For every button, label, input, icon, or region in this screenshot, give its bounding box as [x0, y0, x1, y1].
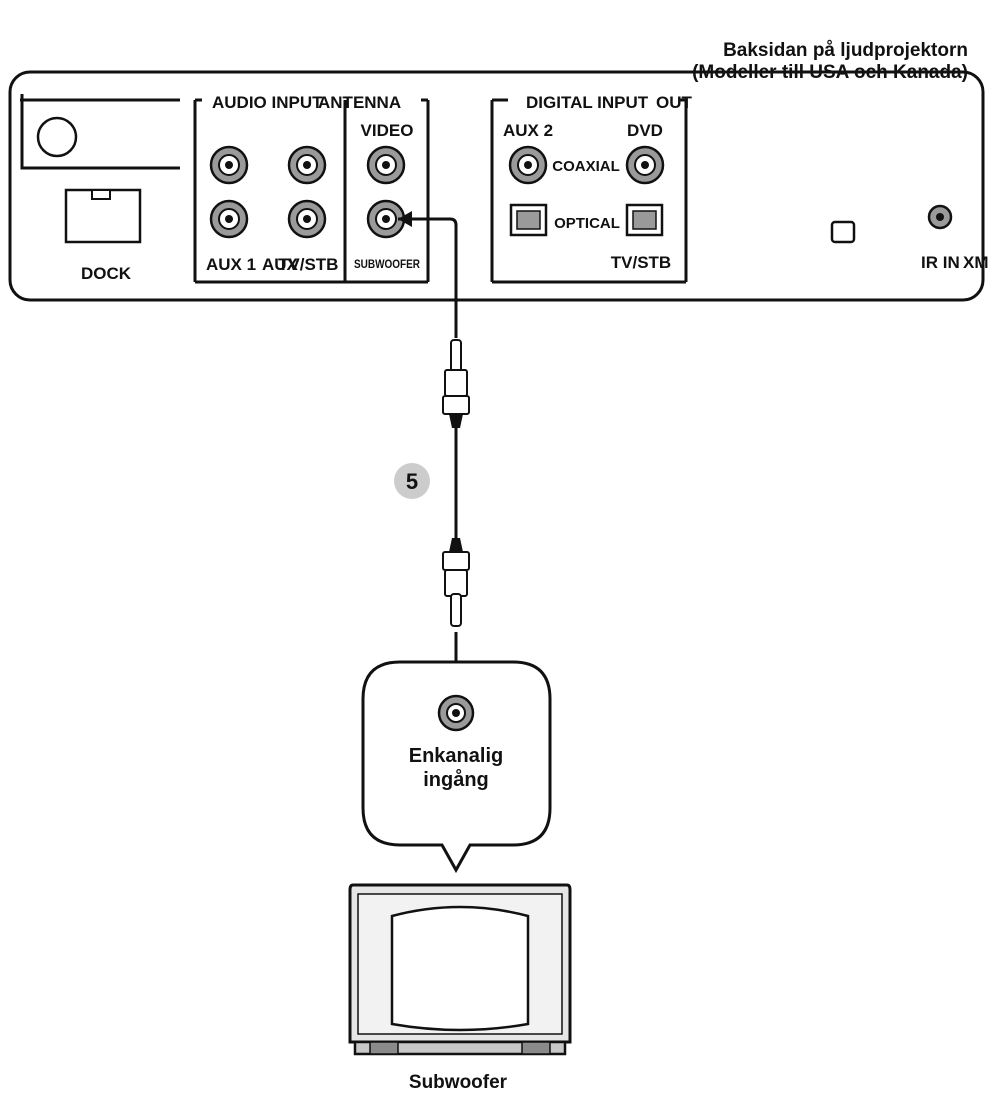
ir-in-jack[interactable]: [927, 204, 953, 230]
antenna-bracket: [343, 98, 430, 284]
audio-jack-aux1-r[interactable]: [209, 199, 249, 239]
coaxial-label: COAXIAL: [552, 158, 620, 175]
ir-in-label: IR IN: [921, 253, 960, 272]
usb-port-icon[interactable]: [830, 220, 856, 244]
dock-connector-icon[interactable]: [64, 188, 142, 244]
subwoofer-out-label: SUBWOOFER: [354, 257, 420, 271]
arrow-to-jack-icon: [398, 211, 412, 227]
audio-input-bracket: [193, 98, 345, 284]
audio-input-header: AUDIO INPUT: [212, 93, 323, 112]
subwoofer-input-jack[interactable]: [437, 694, 475, 732]
xm-overlap-label: XM: [963, 253, 989, 272]
tvstb-digital-label: TV/STB: [611, 253, 671, 272]
input-label-line-2: ingång: [423, 768, 489, 791]
subwoofer-device-icon: [348, 883, 572, 1056]
cable-upper: [398, 217, 458, 338]
subwoofer-out-jack[interactable]: [366, 199, 406, 239]
digital-input-header: DIGITAL INPUT: [526, 93, 649, 112]
rear-panel: [8, 70, 985, 302]
dock-label: DOCK: [81, 264, 132, 283]
step-badge: 5: [394, 463, 430, 499]
coaxial-jack-dvd[interactable]: [625, 145, 665, 185]
audio-jack-tvstb-r[interactable]: [287, 199, 327, 239]
input-label-line-1: Enkanalig: [409, 745, 503, 767]
optical-port-left[interactable]: [509, 203, 548, 237]
video-jack[interactable]: [366, 145, 406, 185]
callout-bubble: [361, 660, 552, 874]
aux-overlap-label: AUX: [262, 255, 299, 274]
out-overlap-label: OUT: [656, 93, 693, 112]
step-number: 5: [406, 469, 418, 494]
heading-line-1: Baksidan på ljudprojektorn: [723, 40, 968, 61]
corner-bracket: [20, 94, 180, 170]
optical-label: OPTICAL: [554, 215, 620, 232]
audio-jack-tvstb-l[interactable]: [287, 145, 327, 185]
rca-plug-bottom: [442, 538, 470, 627]
tvstb-audio-label: TV/STB: [278, 255, 338, 274]
aux2-label: AUX 2: [503, 121, 553, 140]
dvd-label: DVD: [627, 121, 663, 140]
panel-circle-icon: [36, 116, 78, 158]
audio-jack-aux1-l[interactable]: [209, 145, 249, 185]
antenna-header: ANTENNA: [318, 93, 401, 112]
aux1-label: AUX 1: [206, 255, 256, 274]
subwoofer-label: Subwoofer: [409, 1072, 508, 1093]
rca-plug-top: [442, 339, 470, 428]
optical-port-tvstb[interactable]: [625, 203, 664, 237]
digital-input-bracket: [490, 98, 688, 284]
video-label: VIDEO: [361, 121, 414, 140]
coaxial-jack-aux2[interactable]: [508, 145, 548, 185]
